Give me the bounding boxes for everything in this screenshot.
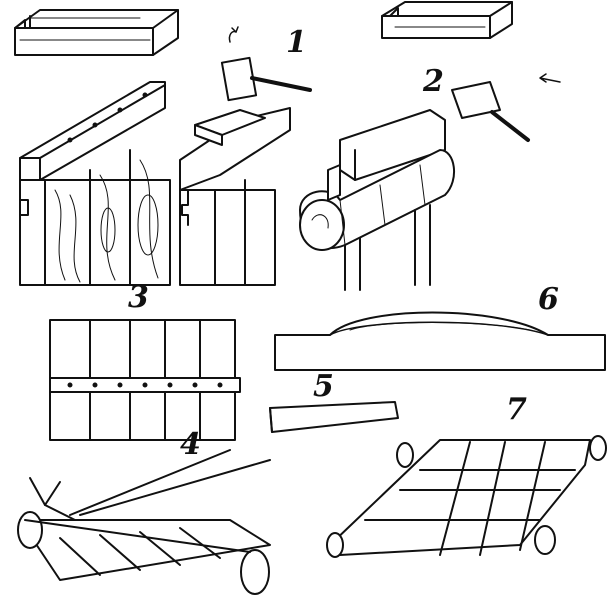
step-label-5: 5 — [313, 369, 334, 404]
grooved-board-top-left — [14, 9, 179, 56]
step-label-1: 1 — [286, 25, 307, 60]
fig4-boards-on-logs — [17, 449, 271, 595]
fig7-board-tray — [326, 435, 607, 558]
step-label-3: 3 — [128, 280, 149, 315]
fig2-log-and-board — [299, 73, 561, 291]
step-label-4: 4 — [180, 427, 201, 462]
step-label-7: 7 — [506, 392, 527, 427]
fig1-board-wall — [19, 26, 312, 286]
fig6-curved-bench — [274, 311, 606, 371]
fig3-boards-with-strap — [49, 319, 241, 441]
fig5-wedge — [269, 401, 399, 433]
grooved-board-top-right — [381, 1, 513, 39]
step-label-6: 6 — [538, 282, 559, 317]
step-label-2: 2 — [423, 64, 444, 99]
